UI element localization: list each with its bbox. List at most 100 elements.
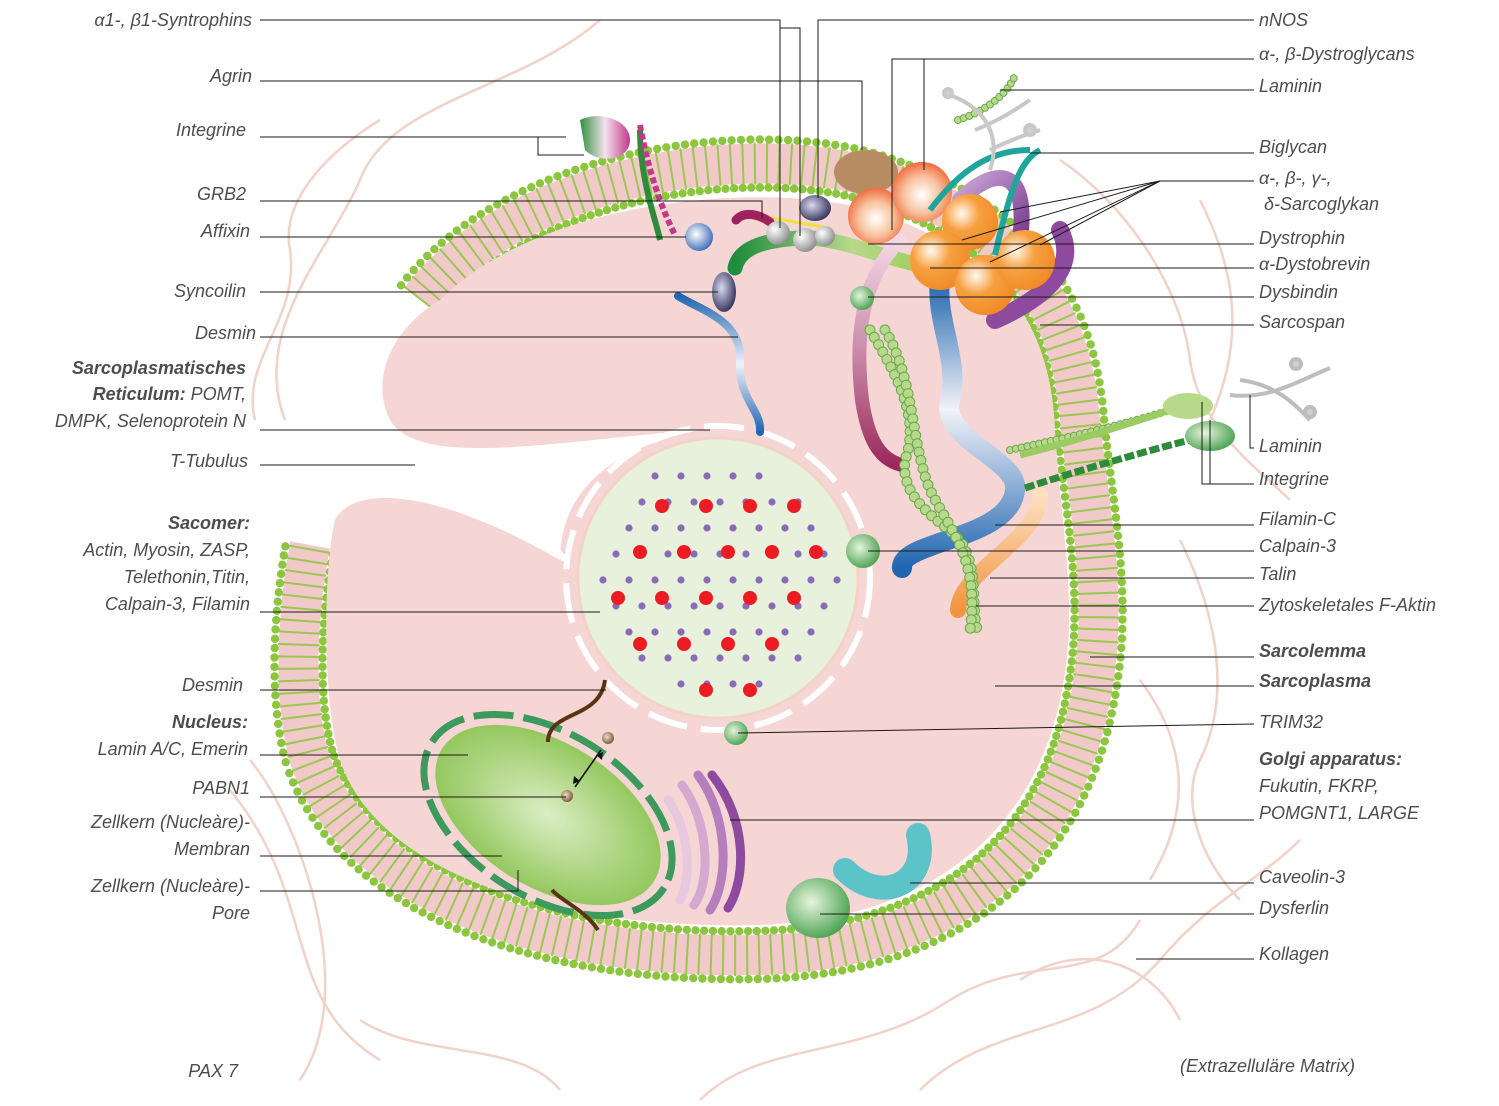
lipid-head	[894, 901, 902, 909]
lipid-head	[1033, 778, 1041, 786]
myosin-filament	[807, 628, 814, 635]
label-sarcospan: Sarcospan	[1259, 312, 1345, 332]
lipid-head	[545, 176, 553, 184]
lipid-head	[423, 252, 431, 260]
lipid-head	[1109, 700, 1117, 708]
lipid-head	[1018, 878, 1026, 886]
lipid-head	[320, 830, 328, 838]
lipid-head	[727, 136, 735, 144]
lipid-head	[709, 137, 717, 145]
myosin-filament	[729, 472, 736, 479]
dysbindin	[850, 286, 874, 310]
lipid-head	[603, 206, 611, 214]
dysferlin	[786, 878, 850, 938]
lipid-head	[812, 138, 820, 146]
lipid-head	[1080, 322, 1088, 330]
lipid-head	[1065, 674, 1073, 682]
actin-bead	[965, 623, 975, 633]
lipid-head	[326, 738, 334, 746]
myosin-filament	[768, 602, 775, 609]
lipid-head	[1052, 732, 1060, 740]
lipid-head	[756, 183, 764, 191]
label-sr-line3: DMPK, Selenoprotein N	[55, 411, 247, 431]
actin-filament	[743, 591, 757, 605]
lipid-head	[606, 966, 614, 974]
lipid-head	[838, 966, 846, 974]
lipid-head	[662, 143, 670, 151]
lipid-head	[698, 974, 706, 982]
lipid-head	[903, 949, 911, 957]
lipid-head	[320, 697, 328, 705]
actin-filament	[765, 637, 779, 651]
lipid-head	[562, 169, 570, 177]
lipid-head	[947, 929, 955, 937]
lipid-head	[1112, 513, 1120, 521]
label-sr-line2-bold: Reticulum:	[93, 384, 186, 404]
lipid-head	[587, 211, 595, 219]
lipid-head	[718, 137, 726, 145]
label-affixin: Affixin	[200, 221, 250, 241]
label-nnos: nNOS	[1259, 10, 1308, 30]
actin-filament	[809, 545, 823, 559]
lipid-head	[271, 635, 279, 643]
myosin-filament	[690, 550, 697, 557]
lipid-head	[394, 894, 402, 902]
lipid-head	[595, 208, 603, 216]
lipid-head	[274, 720, 282, 728]
lipid-head	[648, 923, 656, 931]
myosin-filament	[651, 628, 658, 635]
lipid-head	[920, 942, 928, 950]
lipid-head	[1060, 484, 1068, 492]
myosin-filament	[625, 628, 632, 635]
lipid-head	[840, 191, 848, 199]
lipid-head	[485, 205, 493, 213]
label-kollagen: Kollagen	[1259, 944, 1329, 964]
label-integrine-right: Integrine	[1259, 469, 1329, 489]
lipid-head	[1114, 672, 1122, 680]
label-syntrophins: α1-, β1-Syntrophins	[94, 10, 252, 30]
myosin-filament	[755, 472, 762, 479]
lipid-head	[319, 637, 327, 645]
lipid-head	[624, 969, 632, 977]
lipid-head	[327, 837, 335, 845]
lipid-head	[274, 597, 282, 605]
lipid-head	[436, 917, 444, 925]
lipid-head	[271, 682, 279, 690]
lipid-head	[282, 758, 290, 766]
label-syncoilin: Syncoilin	[174, 281, 246, 301]
label-dystobrevin: α-Dystobrevin	[1259, 254, 1370, 274]
lipid-head	[1101, 737, 1109, 745]
lipid-head	[824, 188, 832, 196]
lipid-head	[1050, 740, 1058, 748]
lipid-head	[674, 925, 682, 933]
lipid-head	[571, 166, 579, 174]
lipid-head	[683, 926, 691, 934]
actin-filament	[655, 499, 669, 513]
lipid-head	[1086, 340, 1094, 348]
lipid-head	[909, 894, 917, 902]
lipid-head	[402, 899, 410, 907]
lipid-head	[1088, 774, 1096, 782]
lipid-head	[1095, 378, 1103, 386]
lipid-head	[689, 974, 697, 982]
label-biglycan: Biglycan	[1259, 137, 1327, 157]
lipid-head	[726, 927, 734, 935]
lipid-head	[270, 663, 278, 671]
lipid-head	[854, 914, 862, 922]
lipid-head	[281, 542, 289, 550]
agrin	[834, 150, 898, 194]
laminin-right	[1230, 359, 1330, 420]
lipid-head	[579, 962, 587, 970]
myosin-filament	[729, 576, 736, 583]
lipid-head	[453, 925, 461, 933]
lipid-head	[791, 973, 799, 981]
lipid-head	[280, 551, 288, 559]
lipid-head	[1083, 331, 1091, 339]
pabn1-particle	[561, 790, 573, 802]
lipid-head	[497, 941, 505, 949]
lipid-head	[765, 135, 773, 143]
lipid-head	[410, 266, 418, 274]
lipid-head	[518, 187, 526, 195]
lipid-head	[370, 877, 378, 885]
actin-filament	[743, 683, 757, 697]
